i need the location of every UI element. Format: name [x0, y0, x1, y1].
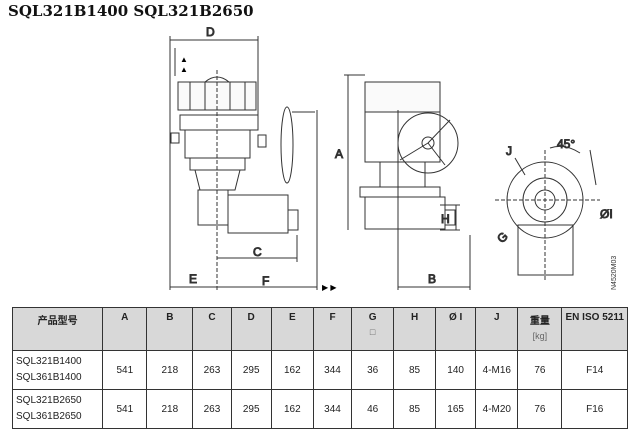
column-header-sub: [kg] — [532, 331, 548, 341]
value-cell: F14 — [561, 350, 628, 390]
value-cell: 85 — [393, 350, 437, 390]
column-header: B — [146, 307, 194, 351]
value-cell: 162 — [270, 350, 314, 390]
column-header-label: G — [368, 312, 377, 323]
model-name: SQL321B1400 — [16, 356, 82, 367]
column-header-label: 产品型号 — [37, 316, 78, 327]
value-cell: 140 — [435, 350, 477, 390]
column-header: A — [102, 307, 148, 351]
column-header: J — [475, 307, 519, 351]
column-header-label: J — [494, 312, 500, 323]
label-e: E — [189, 272, 197, 286]
column-header: F — [312, 307, 353, 351]
column-header-label: E — [288, 312, 296, 323]
front-view: A H B — [335, 74, 471, 290]
model-name: SQL361B2650 — [16, 411, 82, 422]
value-cell: 295 — [230, 350, 272, 390]
model-name: SQL321B2650 — [16, 395, 82, 406]
value-cell: 295 — [230, 389, 272, 429]
column-header: D — [230, 307, 272, 351]
value-cell: 263 — [192, 350, 232, 390]
value-cell: 263 — [192, 389, 232, 429]
value-cell: 344 — [312, 389, 353, 429]
value-cell: 165 — [435, 389, 477, 429]
column-header-label: Ø I — [448, 312, 463, 323]
value-cell: 85 — [393, 389, 437, 429]
value-cell: 218 — [146, 389, 194, 429]
page-title: SQL321B1400 SQL321B2650 — [8, 2, 254, 20]
svg-text:▶ ▶: ▶ ▶ — [322, 283, 337, 292]
column-header-label: H — [410, 312, 419, 323]
column-header: 产品型号 — [11, 307, 104, 351]
value-cell: 76 — [517, 350, 563, 390]
actuator-dimension-drawing: D ▲▲ C E F ▶ ▶ A H B — [169, 25, 618, 292]
label-45-deg: 45° — [557, 137, 575, 151]
label-g: G — [494, 229, 511, 246]
value-cell: 4-M16 — [475, 350, 519, 390]
side-view: D ▲▲ C E F ▶ ▶ — [169, 25, 337, 292]
label-h: H — [441, 212, 450, 226]
value-cell: 36 — [351, 350, 395, 390]
value-cell: F16 — [561, 389, 628, 429]
value-cell: 4-M20 — [475, 389, 519, 429]
column-header-label: B — [166, 312, 174, 323]
column-header-label: C — [208, 312, 216, 323]
value-cell: 218 — [146, 350, 194, 390]
label-phi-i: ØI — [600, 207, 613, 221]
label-b: B — [428, 272, 436, 286]
value-cell: 76 — [517, 389, 563, 429]
value-cell: 344 — [312, 350, 353, 390]
value-cell: 46 — [351, 389, 395, 429]
label-j: J — [506, 144, 512, 158]
column-header: E — [270, 307, 314, 351]
drawing-code: N4520M03 — [611, 256, 618, 290]
column-header: EN ISO 5211 — [561, 307, 628, 351]
label-f: F — [262, 274, 269, 288]
svg-text:▲: ▲ — [180, 65, 188, 74]
value-cell: 541 — [102, 350, 148, 390]
label-c: C — [253, 245, 262, 259]
column-header-label: 重量 — [529, 316, 550, 327]
top-view: 45° J ØI G N4520M03 — [494, 137, 618, 291]
model-name: SQL361B1400 — [16, 372, 82, 383]
column-header: G□ — [351, 307, 395, 351]
column-header: Ø I — [435, 307, 477, 351]
column-header-label: F — [329, 312, 336, 323]
value-cell: 162 — [270, 389, 314, 429]
column-header-label: D — [247, 312, 255, 323]
column-header-label: EN ISO 5211 — [565, 312, 624, 323]
column-header-sub: □ — [369, 327, 376, 337]
column-header: 重量 [kg] — [517, 307, 563, 351]
svg-text:▲: ▲ — [180, 55, 188, 64]
value-cell: 541 — [102, 389, 148, 429]
column-header: C — [192, 307, 232, 351]
column-header: H — [393, 307, 437, 351]
label-d: D — [206, 25, 215, 39]
column-header-label: A — [121, 312, 129, 323]
label-a: A — [335, 147, 343, 161]
